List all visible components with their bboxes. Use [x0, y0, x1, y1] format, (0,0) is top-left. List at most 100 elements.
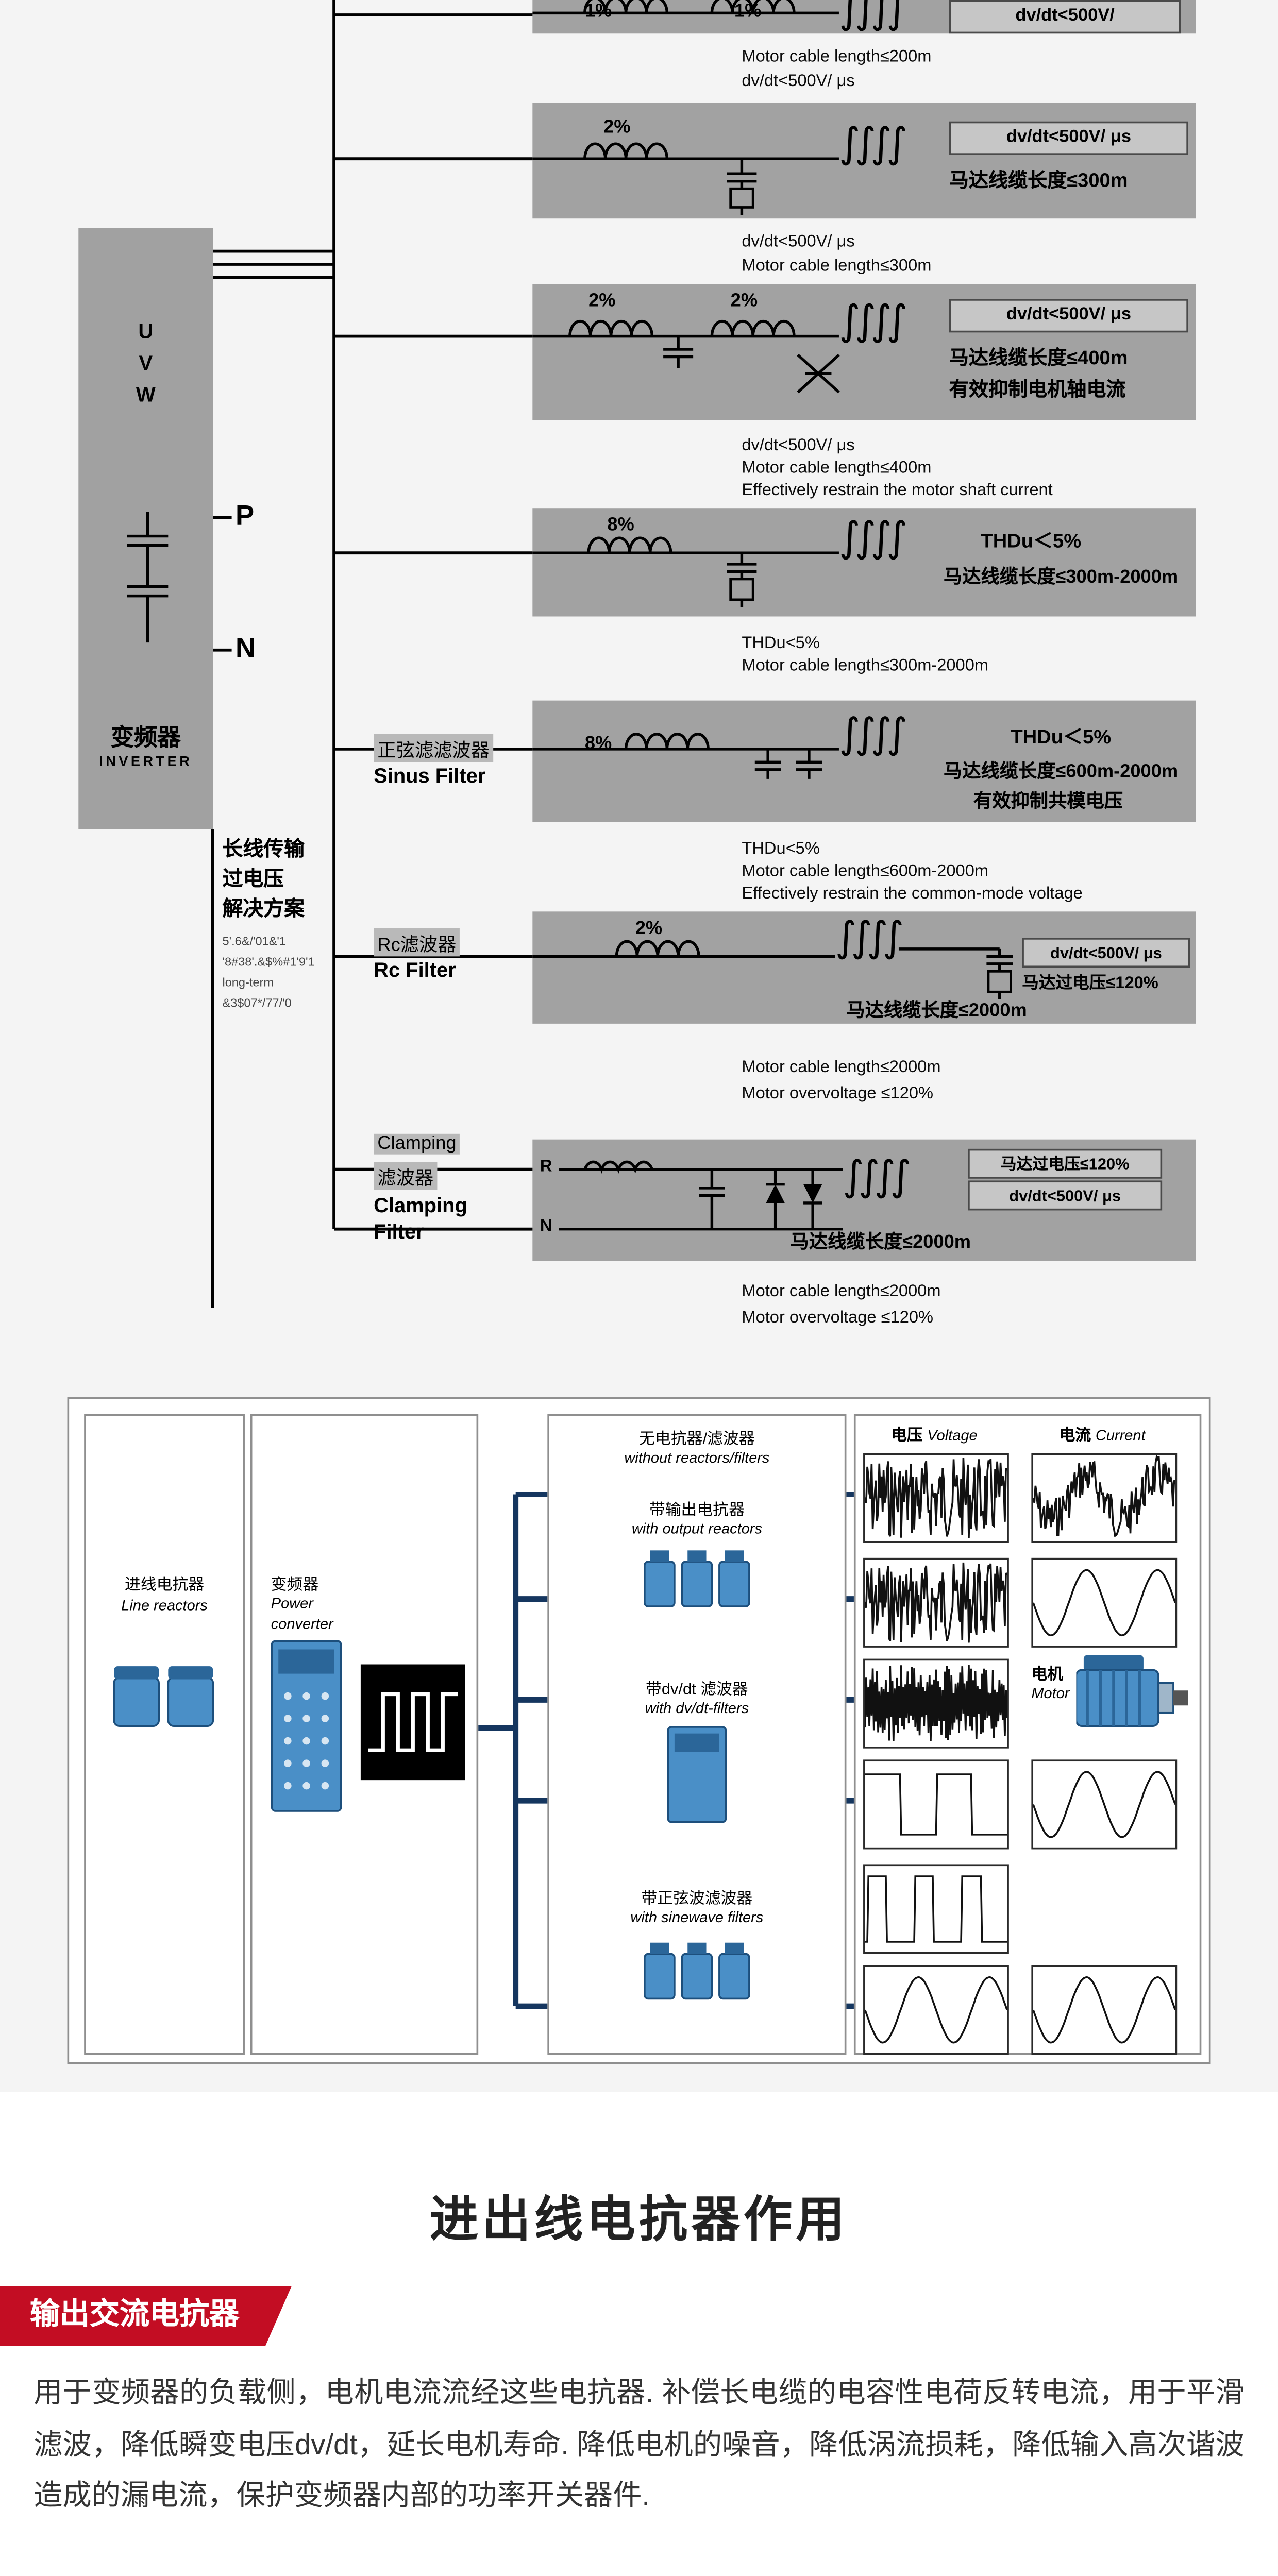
terminal-r-label: R [540, 1156, 552, 1175]
output-reactor-icon [644, 1550, 750, 1607]
inverter-name-en: INVERTER [99, 753, 193, 770]
terminal-n-label: N [235, 633, 256, 665]
voltage-header-cn: 电压 [891, 1425, 923, 1444]
circuit-row7 [559, 1160, 843, 1231]
row-note: THDu<5% [742, 838, 820, 858]
motor-label-en: Motor [1031, 1685, 1070, 1702]
circuit-row1 [532, 0, 839, 15]
circuit-row6 [532, 940, 1013, 999]
output-reactor-badge: 输出交流电抗器 [0, 2286, 292, 2346]
terminal-u-label: U [138, 321, 154, 344]
solution-small1: 5'.6&/'01&'1 [222, 936, 287, 949]
line-reactor-label-en: Line reactors [121, 1597, 208, 1614]
reactor-row-7: R N ∫∫∫∫ 马达过电压≤120% dv/dt<500V/ μs 马达线缆长… [532, 1139, 1196, 1261]
row-note: Motor cable length≤300m [742, 256, 932, 275]
waveforms-panel: 电压 Voltage 电流 Current 电机 Motor [853, 1414, 1202, 2055]
current-waveform-4 [1031, 1759, 1178, 1850]
power-converter-panel: 变频器 Power converter [250, 1414, 479, 2055]
article-title: 进出线电抗器作用 [429, 2191, 849, 2247]
row-note: THDu<5% [742, 633, 820, 652]
motor-icon [1076, 1655, 1188, 1727]
reactor-row-3: 2% 2% ∫∫∫∫ dv/dt<500V/ μs 马达线缆长度≤400m 有效… [532, 284, 1196, 420]
motor-winding-icon: ∫∫∫∫ [843, 1154, 912, 1201]
dvdt-limit-box: dv/dt<500V/ μs [968, 1180, 1163, 1211]
solution-line2: 过电压 [222, 868, 284, 891]
solution-small4: &3$07*/77/'0 [222, 997, 292, 1011]
row-note: Motor cable length≤2000m [742, 1281, 941, 1300]
current-header-cn: 电流 [1059, 1425, 1091, 1444]
solution-small2: '8#38'.&$%#1'9'1 [222, 956, 315, 970]
row-note: Motor cable length≤2000m [742, 1057, 941, 1076]
output-reactor-paragraph: 用于变频器的负载侧，电机电流流经这些电抗器. 补偿长电缆的电容性电荷反转电流，用… [33, 2378, 1245, 2513]
reactor-row-6: 2% ∫∫∫∫ dv/dt<500V/ μs 马达过电压≤120% 马达线缆长度… [532, 911, 1196, 1024]
voltage-waveform-1 [863, 1453, 1009, 1543]
option1-label-cn: 无电抗器/滤波器 [639, 1429, 755, 1448]
voltage-waveform-3 [863, 1658, 1009, 1749]
dvdt-limit-box: dv/dt<500V/ [949, 0, 1181, 34]
voltage-waveform-2 [863, 1557, 1009, 1648]
cable-length-cn: 马达线缆长度≤300m-2000m [943, 568, 1179, 589]
motor-winding-icon: ∫∫∫∫ [838, 711, 908, 759]
circuit-row4 [532, 536, 839, 607]
solution-line3: 解决方案 [222, 898, 305, 921]
option1-label-en: without reactors/filters [624, 1449, 770, 1467]
row-note: Effectively restrain the common-mode vol… [742, 883, 1083, 903]
circuit-row5 [532, 733, 839, 779]
row-note: dv/dt<500V/ μs [742, 435, 855, 454]
rc-filter-label-cn: Rc滤波器 [374, 928, 460, 957]
solution-small3: long-term [222, 977, 274, 990]
cable-length-cn: 马达线缆长度≤2000m [790, 1232, 971, 1253]
cable-length-cn: 马达线缆长度≤400m [949, 347, 1128, 370]
option3-label-en: with dv/dt-filters [645, 1700, 749, 1717]
reactor-row-4: 8% ∫∫∫∫ THDu＜5% 马达线缆长度≤300m-2000m [532, 508, 1196, 617]
row-note: Motor cable length≤600m-2000m [742, 861, 989, 880]
article-section: 进出线电抗器作用 输出交流电抗器 用于变频器的负载侧，电机电流流经这些电抗器. … [0, 2092, 1278, 2576]
impedance-label: 8% [584, 734, 612, 755]
motor-winding-icon: ∫∫∫∫ [835, 915, 904, 962]
row-note: dv/dt<500V/ μs [742, 231, 855, 250]
motor-label-cn: 电机 [1031, 1664, 1064, 1683]
dvdt-limit-box: dv/dt<500V/ μs [949, 121, 1188, 155]
dc-link-capacitor-icon [127, 512, 169, 643]
current-header-en: Current [1095, 1427, 1146, 1444]
dvdt-limit-box: dv/dt<500V/ μs [949, 299, 1188, 333]
voltage-column-header: 电压 Voltage [863, 1423, 1005, 1446]
impedance-label: 2% [588, 291, 616, 312]
converter-label-cn: 变频器 [271, 1574, 319, 1594]
option2-label-cn: 带输出电抗器 [649, 1500, 745, 1519]
clamping-filter-label-b2: Filter [374, 1222, 424, 1244]
voltage-waveform-5 [863, 1864, 1009, 1954]
terminal-n-label: N [540, 1216, 552, 1235]
motor-winding-icon: ∫∫∫∫ [838, 299, 908, 346]
thdu-cn: THDu＜5% [981, 530, 1082, 553]
impedance-label: 2% [603, 117, 631, 139]
motor-winding-icon: ∫∫∫∫ [838, 0, 908, 34]
current-waveform-2 [1031, 1557, 1178, 1648]
impedance-label: 1% [734, 2, 762, 23]
impedance-label: 2% [635, 919, 663, 940]
inverter-name-cn: 变频器 [110, 724, 181, 751]
sinus-filter-label-en: Sinus Filter [374, 766, 486, 789]
voltage-header-en: Voltage [927, 1427, 978, 1444]
line-reactor-panel: 进线电抗器 Line reactors [84, 1414, 245, 2055]
row-note: Effectively restrain the motor shaft cur… [742, 480, 1053, 499]
option3-label-cn: 带dv/dt 滤波器 [646, 1679, 748, 1698]
filter-options-panel: 无电抗器/滤波器 without reactors/filters 带输出电抗器… [547, 1414, 847, 2055]
converter-icon [271, 1640, 342, 1812]
row-note: Motor cable length≤400m [742, 457, 932, 477]
reactor-row-5: 8% ∫∫∫∫ THDu＜5% 马达线缆长度≤600m-2000m 有效抑制共模… [532, 700, 1196, 822]
current-waveform-1 [1031, 1453, 1178, 1543]
solution-line1: 长线传输 [222, 838, 305, 861]
sinus-filter-label-cn: 正弦滤滤波器 [374, 734, 494, 762]
clamping-filter-label-l1: Clamping [374, 1133, 460, 1155]
filter-solutions-diagram: U V W 变频器 INVERTER P N 长线传输 过电压 解决方案 5'.… [78, 0, 1196, 1327]
motor-winding-icon: ∫∫∫∫ [838, 515, 908, 563]
impedance-label: 2% [730, 291, 758, 312]
long-line-solution-label: 长线传输 过电压 解决方案 5'.6&/'01&'1 '8#38'.&$%#1'… [222, 835, 357, 1014]
converter-label-en2: converter [271, 1616, 333, 1633]
option4-label-en: with sinewave filters [630, 1909, 764, 1926]
option2-label-en: with output reactors [631, 1520, 762, 1537]
line-reactor-icon [113, 1666, 214, 1727]
shaft-current-cn: 有效抑制电机轴电流 [949, 379, 1126, 402]
row-note: Motor overvoltage ≤120% [742, 1307, 934, 1327]
